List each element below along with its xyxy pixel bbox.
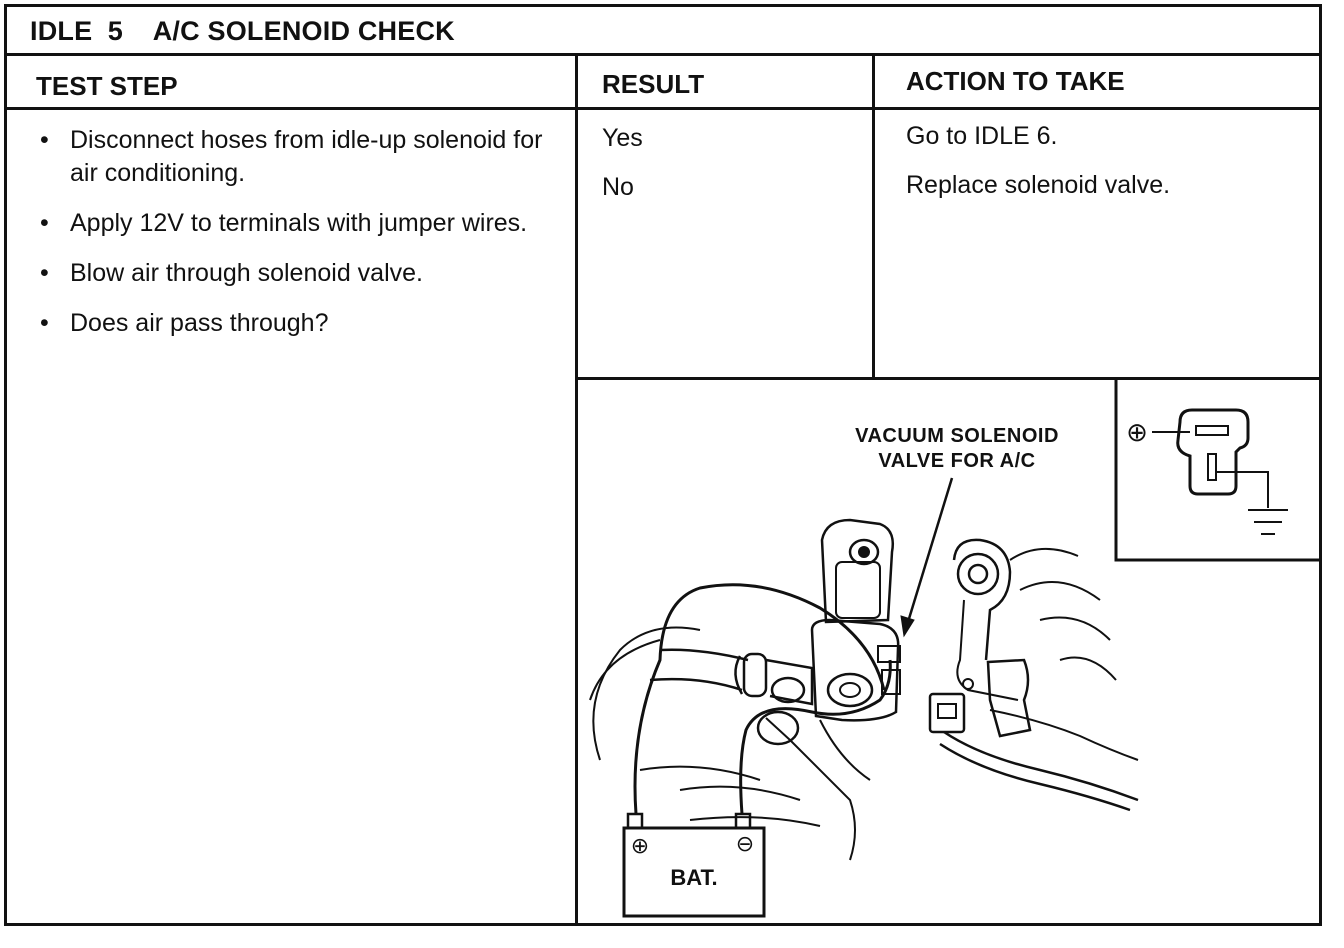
column-header-test-step: TEST STEP [36,71,178,101]
result-no: No [602,173,634,201]
battery-minus-icon: ⊖ [736,832,754,857]
connector-symbol-icon [1176,408,1250,496]
bullet-icon: • [40,259,49,287]
engine-sketch [589,518,1139,861]
result-yes: Yes [602,124,643,152]
ground-icon [1248,509,1288,535]
bullet-icon: • [40,209,49,237]
solenoid-callout-label: VACUUM SOLENOID VALVE FOR A/C [855,425,1059,472]
battery-icon [622,812,766,918]
action-yes: Go to IDLE 6. [906,122,1058,150]
figure-top-divider [575,377,1322,380]
test-step-item: •Disconnect hoses from idle-up solenoid … [40,126,543,187]
col-divider-result-action [872,53,875,379]
test-step-list: •Disconnect hoses from idle-up solenoid … [36,124,546,357]
bullet-icon: • [40,309,49,337]
schematic-inset [1114,380,1322,562]
callout-arrow [900,477,954,638]
jumper-wires [633,583,892,815]
page-title: IDLE 5 A/C SOLENOID CHECK [30,16,455,46]
title-divider [4,53,1322,56]
column-header-action: ACTION TO TAKE [906,66,1125,96]
battery-plus-icon: ⊕ [631,834,649,859]
header-divider [4,107,1322,110]
action-no: Replace solenoid valve. [906,171,1171,199]
diagnostic-table [4,4,1322,926]
test-step-item: •Apply 12V to terminals with jumper wire… [36,207,546,240]
battery-label: BAT. [670,865,717,890]
schematic-plus-icon: ⊕ [1126,418,1148,448]
test-step-item: •Does air pass through? [36,307,546,340]
test-step-item: •Blow air through solenoid valve. [36,257,546,290]
column-header-result: RESULT [602,69,705,99]
bullet-icon: • [40,126,49,154]
col-divider-test-result [575,53,578,926]
